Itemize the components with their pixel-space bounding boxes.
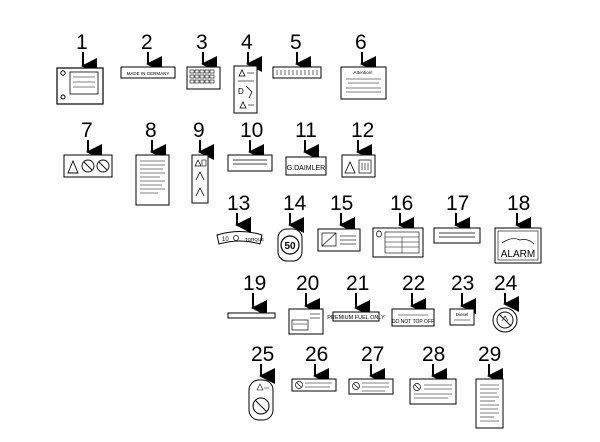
label-text: G.DAIMLER: [287, 165, 326, 172]
callout-number: 13: [227, 192, 250, 215]
label-item-8: 8: [135, 119, 170, 206]
label-text: TORQUE: [245, 237, 264, 242]
callout-number: 11: [295, 119, 317, 142]
callout-number: 28: [422, 343, 445, 366]
callout-number: 7: [81, 119, 93, 142]
callout-number: 27: [361, 343, 384, 366]
label-text: MADE IN GERMANY: [127, 71, 170, 76]
callout-number: 8: [145, 119, 157, 142]
callout-number: 24: [494, 272, 518, 295]
label-shape: [341, 154, 376, 178]
label-item-15: 15: [317, 192, 361, 252]
callout-number: 17: [446, 192, 469, 215]
label-item-20: 20: [288, 272, 324, 335]
label-shape: [372, 227, 424, 258]
label-shape: [317, 228, 361, 252]
label-item-3: 3: [186, 31, 221, 90]
label-item-29: 29: [475, 343, 504, 429]
label-item-16: 16: [372, 192, 424, 258]
label-shape: [216, 231, 263, 245]
callout-number: 14: [283, 192, 307, 215]
label-item-17: 17: [433, 192, 481, 244]
svg-text:D: D: [238, 87, 244, 96]
callout-number: 21: [346, 272, 369, 295]
callout-number: 26: [305, 343, 328, 366]
label-item-27: 27: [348, 343, 394, 395]
label-item-24: 24: [492, 272, 519, 333]
callout-number: 3: [196, 31, 208, 54]
callout-number: 4: [241, 31, 253, 54]
callout-number: 20: [296, 272, 319, 295]
label-item-10: 10: [227, 119, 273, 172]
callout-number: 22: [402, 272, 425, 295]
callout-number: 29: [478, 343, 501, 366]
label-item-22: 22 DO NOT TOP OFF: [391, 272, 435, 327]
label-shape: [449, 308, 475, 326]
callout-number: 18: [507, 192, 530, 215]
label-item-11: 11 G.DAIMLER: [285, 119, 327, 176]
label-shape: [248, 379, 274, 421]
label-item-14: 14 50: [277, 192, 307, 262]
label-item-12: 12: [341, 119, 376, 178]
label-shape: [227, 154, 273, 172]
label-item-19: 19: [227, 272, 276, 319]
label-text: DO NOT TOP OFF: [392, 319, 434, 325]
label-item-5: 5: [272, 31, 322, 79]
label-item-28: 28: [409, 343, 457, 405]
callout-number: 1: [76, 31, 88, 54]
label-text: Attention!: [353, 70, 372, 75]
label-text: Diesel: [456, 312, 469, 317]
label-shape: [120, 66, 176, 79]
callout-number: 23: [451, 272, 474, 295]
label-shape: [409, 378, 457, 405]
label-item-9: 9: [191, 119, 214, 204]
label-item-18: 18 ALARM: [494, 192, 542, 264]
label-shape: [277, 228, 303, 262]
label-text: PREMIUM FUEL ONLY: [327, 315, 385, 321]
label-item-1: 1: [56, 31, 104, 105]
label-item-23: 23 Diesel: [449, 272, 476, 326]
callout-number: 6: [355, 31, 367, 54]
label-shape: [475, 378, 504, 429]
callout-number: 5: [290, 31, 302, 54]
label-shape: [332, 311, 380, 322]
callout-number: 12: [351, 119, 374, 142]
callout-number: 10: [240, 119, 263, 142]
callout-number: 16: [390, 192, 413, 215]
label-text: ALARM: [501, 249, 535, 260]
label-shape: [135, 154, 170, 206]
label-item-25: 25: [248, 343, 275, 421]
label-text: 50: [284, 241, 296, 252]
label-item-26: 26: [291, 343, 337, 392]
label-shape: [391, 308, 435, 327]
label-item-4: 4 D: [233, 31, 262, 114]
label-shape: [433, 227, 481, 244]
label-item-7: 7: [63, 119, 113, 178]
callout-number: 9: [193, 119, 205, 142]
label-shape: [285, 156, 327, 176]
label-shape: [494, 227, 542, 264]
label-item-6: 6 Attention!: [340, 31, 387, 100]
label-shape: [233, 65, 258, 114]
label-item-2: 2 MADE IN GERMANY: [120, 31, 176, 79]
label-item-13: 13 10 TORQUE: [216, 192, 264, 245]
callout-number: 19: [243, 272, 266, 295]
label-shape: [227, 312, 276, 319]
label-shape: [291, 378, 337, 392]
svg-text:10: 10: [222, 237, 229, 243]
label-shape: [348, 378, 394, 395]
callout-number: 15: [330, 192, 353, 215]
callout-number: 2: [141, 31, 153, 54]
callout-number: 25: [251, 343, 274, 366]
label-shape: [191, 154, 209, 204]
label-item-21: 21 PREMIUM FUEL ONLY: [327, 272, 385, 322]
